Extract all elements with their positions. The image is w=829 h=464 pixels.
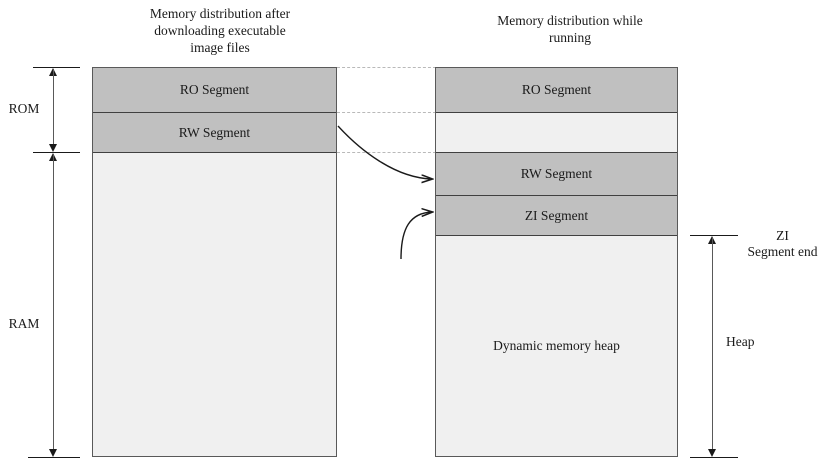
right-segment-heap-label: Dynamic memory heap bbox=[493, 338, 620, 353]
guide-line-rw-bottom bbox=[337, 152, 436, 153]
right-segment-rw: RW Segment bbox=[436, 153, 677, 196]
ram-dimension-label: RAM bbox=[8, 316, 40, 331]
right-segment-ro-label: RO Segment bbox=[521, 82, 592, 97]
left-segment-rw: RW Segment bbox=[93, 113, 336, 153]
rom-dimension-label: ROM bbox=[8, 101, 40, 116]
ram-tick-bottom bbox=[28, 457, 80, 458]
left-segment-ro-label: RO Segment bbox=[179, 82, 250, 97]
rom-tick-bottom bbox=[33, 152, 80, 153]
left-segment-ro: RO Segment bbox=[93, 68, 336, 113]
right-diagram-title: Memory distribution while running bbox=[497, 13, 643, 45]
heap-dimension-label: Heap bbox=[726, 334, 755, 349]
right-segment-ro: RO Segment bbox=[436, 68, 677, 113]
ram-dimension-line bbox=[53, 155, 54, 449]
right-segment-rw-label: RW Segment bbox=[520, 166, 593, 181]
heap-arrow-head-bottom bbox=[708, 449, 716, 457]
zi-segment-end-tick bbox=[690, 235, 738, 236]
memory-column-while-running: RO Segment RW Segment ZI Segment Dynamic… bbox=[435, 67, 678, 457]
heap-tick-bottom bbox=[690, 457, 738, 458]
right-segment-heap: Dynamic memory heap bbox=[436, 236, 677, 456]
zi-segment-end-label: ZI Segment end bbox=[747, 228, 818, 259]
memory-column-after-download: RO Segment RW Segment bbox=[92, 67, 337, 457]
rom-dimension-line bbox=[53, 70, 54, 148]
right-segment-gap bbox=[436, 113, 677, 153]
left-segment-rw-label: RW Segment bbox=[178, 124, 251, 140]
guide-line-ro-top bbox=[337, 67, 436, 68]
right-segment-zi: ZI Segment bbox=[436, 196, 677, 236]
guide-line-ro-bottom bbox=[337, 112, 436, 113]
ram-arrow-head-bottom bbox=[49, 449, 57, 457]
left-segment-free bbox=[93, 153, 336, 456]
rom-tick-top bbox=[33, 67, 80, 68]
connector-zi-arrow bbox=[400, 212, 432, 260]
right-segment-zi-label: ZI Segment bbox=[524, 207, 589, 223]
rom-arrow-head-bottom bbox=[49, 144, 57, 152]
left-diagram-title: Memory distribution after downloading ex… bbox=[149, 6, 291, 55]
heap-dimension-line bbox=[712, 238, 713, 449]
